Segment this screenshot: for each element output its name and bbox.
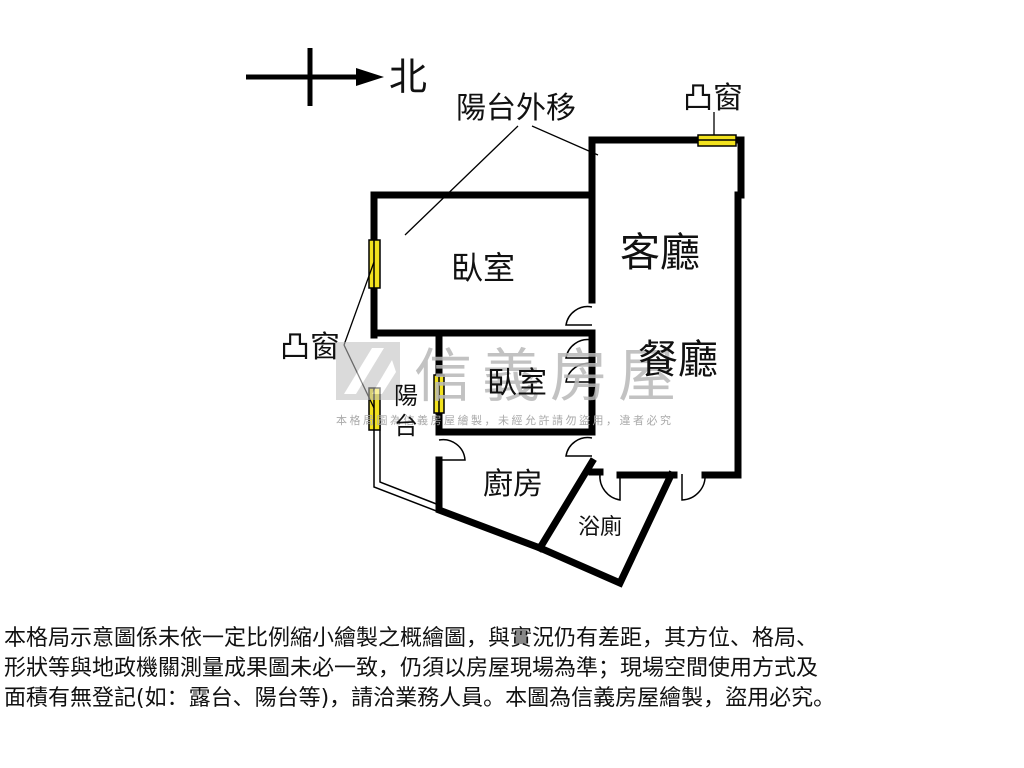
wall-bath [535,470,676,588]
wall-kitchen-west [435,456,545,553]
door-bedroom2-b [565,362,593,383]
wall-kitchen-east [535,457,597,553]
leader-balcony-moved [404,125,519,236]
label-balcony-1: 陽 [394,382,418,410]
door-bath-2 [681,473,706,501]
watermark-notice: 本格局圖為信義房屋繪製，未經允許請勿盜用，違者必究 [336,413,674,427]
label-balcony-2: 台 [394,412,418,440]
balcony-outline [373,420,440,513]
leader-balcony-moved-2 [531,125,599,156]
wall-living-outer [588,136,745,304]
label-kitchen: 廚房 [483,467,543,502]
disclaimer-line: 形狀等與地政機關測量成果圖未必一致，仍須以房屋現場為準；現場空間使用方式及 [4,656,819,681]
wall-living-east [701,191,742,479]
floor-plan: 北 [246,48,745,588]
door-bath [599,473,621,501]
disclaimer-line: 本格局示意圖係未依一定比例縮小繪製之概繪圖，與實況仍有差距，其方位、格局、 [4,626,819,651]
label-balcony-moved-out: 陽台外移 [456,91,576,126]
compass-arrow-head [356,68,384,86]
label-dining-room: 餐廳 [638,337,718,383]
disclaimer-line: 面積有無登記(如：露台、陽台等)，請洽業務人員。本圖為信義房屋繪製，盜用必究。 [4,686,836,711]
label-living-room: 客廳 [620,230,700,276]
balcony-outline-inner [379,420,440,506]
wall-bedroom2 [435,329,596,436]
door-kitchen [565,436,593,457]
north-label: 北 [389,55,427,99]
doors [438,305,706,501]
watermark-logo [336,342,400,400]
watermark-brand: 信義房屋 [414,342,686,410]
door-balcony [438,438,466,461]
watermark-logo-mark [344,348,384,394]
label-bay-window-left: 凸窗 [280,330,340,365]
label-bedroom-2: 臥室 [487,366,547,401]
labels: 陽台外移 凸窗 凸窗 臥室 客廳 餐廳 臥室 陽 台 廚房 浴廁 [280,81,743,540]
leader-bay-left-1 [343,261,375,346]
disclaimer: 本格局示意圖係未依一定比例縮小繪製之概繪圖，與實況仍有差距，其方位、格局、 形狀… [4,624,1020,714]
watermark-logo-mark-2 [372,360,396,394]
compass: 北 [246,48,427,106]
door-bedroom1 [565,305,593,326]
door-bedroom2 [565,338,593,359]
label-bedroom-1: 臥室 [451,249,515,287]
label-bay-window-top: 凸窗 [683,81,743,116]
watermark: 信義房屋 本格局圖為信義房屋繪製，未經允許請勿盜用，違者必究 [336,342,686,427]
label-bathroom: 浴廁 [578,515,622,540]
